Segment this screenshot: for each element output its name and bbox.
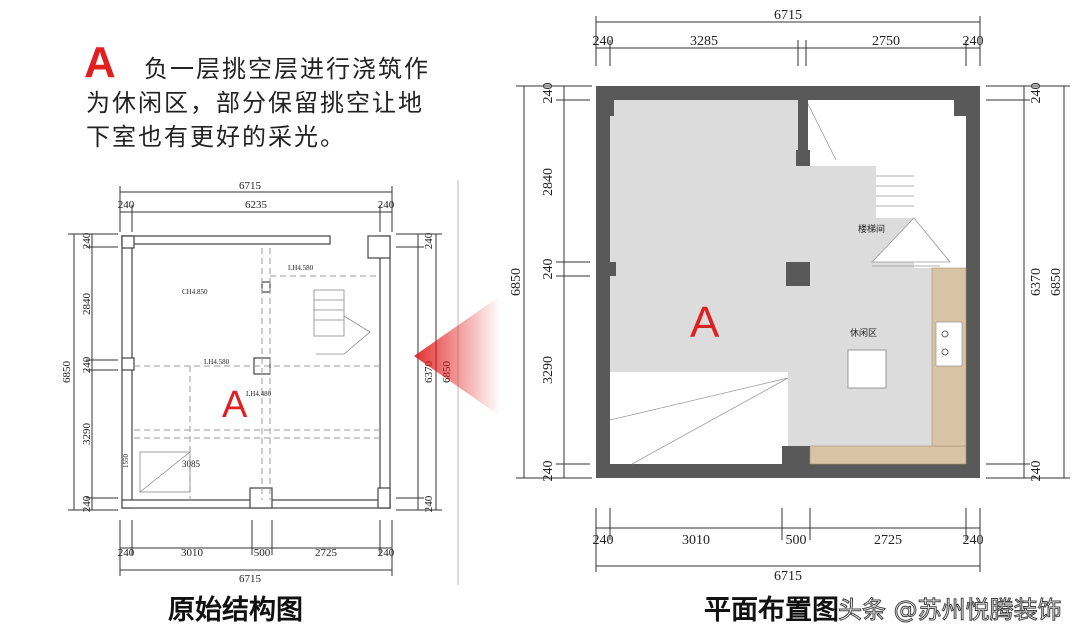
left-dim-left-2840: 2840 [81,293,93,316]
right-dim-left-240b: 240 [541,259,556,280]
left-plan-title: 原始结构图 [168,595,303,626]
left-dim-right-240b: 240 [423,495,435,512]
left-dim-left-total: 6850 [61,361,73,384]
square-table [847,349,887,389]
right-dim-top-2750: 2750 [872,34,900,49]
room-label-stairwell: 楼梯间 [858,223,885,234]
right-plan-title: 平面布置图 [704,595,839,626]
right-dim-left-240c: 240 [541,461,556,482]
right-dim-top-total: 6715 [774,8,802,23]
right-dim-left-2840: 2840 [541,168,556,196]
right-dim-bottom-240b: 240 [963,533,984,548]
section-marker-a: A [84,38,116,87]
left-plan-marker-a: A [222,384,248,426]
right-plan-marker-a: A [690,298,720,347]
right-dim-top-240b: 240 [963,34,984,49]
right-dim-right-240b: 240 [1029,461,1044,482]
description-line-3: 下室也有更好的采光。 [86,123,346,151]
left-level-label-3: LH4.580 [204,358,230,366]
left-inner-dim-3085: 3085 [182,459,201,469]
view-cone-indicator [414,296,500,416]
right-dim-top-3285: 3285 [690,34,718,49]
description-text: 负一层挑空层进行浇筑作 为休闲区，部分保留挑空让地 下室也有更好的采光。 [86,52,456,154]
bottom-cabinet [809,445,967,465]
stairwell-void [806,100,966,268]
right-dim-bottom-2725: 2725 [874,533,902,548]
left-dim-left-240b: 240 [81,356,93,373]
left-dim-bottom-3010: 3010 [181,547,204,559]
right-dim-right-6370: 6370 [1029,268,1044,296]
left-dim-left-240c: 240 [81,495,93,512]
left-dim-left-240a: 240 [81,232,93,249]
right-dim-right-total: 6850 [1049,268,1064,296]
left-dim-right-240a: 240 [423,232,435,249]
left-level-label-1: LH4.580 [288,264,314,272]
right-dim-top-240a: 240 [593,34,614,49]
left-dim-top-total: 6715 [239,180,262,192]
right-dim-left-total: 6850 [509,268,524,296]
open-void-area [610,372,788,464]
watermark: 头条 @苏州悦腾装饰 [838,596,1063,625]
left-dim-top-240b: 240 [378,199,395,211]
left-level-label-2: CH4.850 [182,288,208,296]
left-dim-top-6235: 6235 [245,199,268,211]
right-dim-left-240a: 240 [541,83,556,104]
description-line-2: 为休闲区，部分保留挑空让地 [86,89,424,117]
left-dim-bottom-2725: 2725 [315,547,338,559]
right-dim-right-240a: 240 [1029,83,1044,104]
left-inner-dim-1550: 1550 [122,454,130,469]
right-dim-bottom-3010: 3010 [682,533,710,548]
left-dim-top-240a: 240 [118,199,135,211]
right-dim-bottom-500: 500 [786,533,807,548]
right-dim-bottom-total: 6715 [774,569,802,584]
sink-icon [935,321,963,367]
left-dim-bottom-240a: 240 [118,547,135,559]
left-dim-bottom-total: 6715 [239,573,262,585]
left-dim-bottom-500: 500 [254,547,271,559]
left-level-label-4: LH4.480 [246,390,272,398]
left-dim-bottom-240b: 240 [378,547,395,559]
room-label-leisure: 休闲区 [850,327,877,338]
left-dim-left-3290: 3290 [81,423,93,446]
description-line-1: 负一层挑空层进行浇筑作 [144,55,430,83]
right-dim-left-3290: 3290 [541,356,556,384]
right-dim-bottom-240a: 240 [593,533,614,548]
